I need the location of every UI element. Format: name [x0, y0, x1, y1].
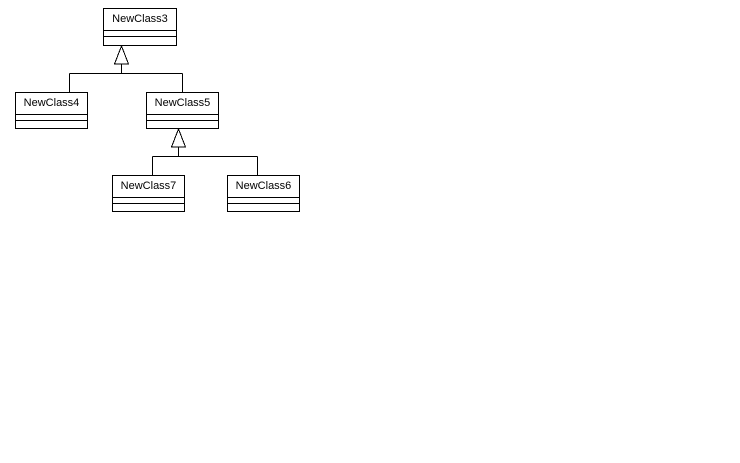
class-attributes-compartment — [113, 198, 184, 204]
class-attributes-compartment — [104, 31, 176, 37]
class-operations-compartment — [113, 204, 184, 209]
class-operations-compartment — [16, 121, 87, 126]
class-name: NewClass7 — [113, 176, 184, 198]
class-operations-compartment — [147, 121, 218, 126]
inheritance-arrowhead-newclass5 — [170, 127, 187, 148]
class-operations-compartment — [228, 204, 299, 209]
inheritance-arrowhead-newclass3 — [113, 44, 130, 65]
class-box-newclass3[interactable]: NewClass3 — [103, 8, 177, 46]
class-name: NewClass3 — [104, 9, 176, 31]
generalization-newclass3 — [69, 44, 183, 93]
class-box-newclass5[interactable]: NewClass5 — [146, 92, 219, 129]
class-name: NewClass6 — [228, 176, 299, 198]
class-attributes-compartment — [147, 115, 218, 121]
class-box-newclass7[interactable]: NewClass7 — [112, 175, 185, 212]
class-box-newclass4[interactable]: NewClass4 — [15, 92, 88, 129]
class-box-newclass6[interactable]: NewClass6 — [227, 175, 300, 212]
class-attributes-compartment — [228, 198, 299, 204]
class-name: NewClass4 — [16, 93, 87, 115]
class-name: NewClass5 — [147, 93, 218, 115]
class-attributes-compartment — [16, 115, 87, 121]
generalization-newclass5 — [152, 127, 258, 176]
class-operations-compartment — [104, 37, 176, 42]
